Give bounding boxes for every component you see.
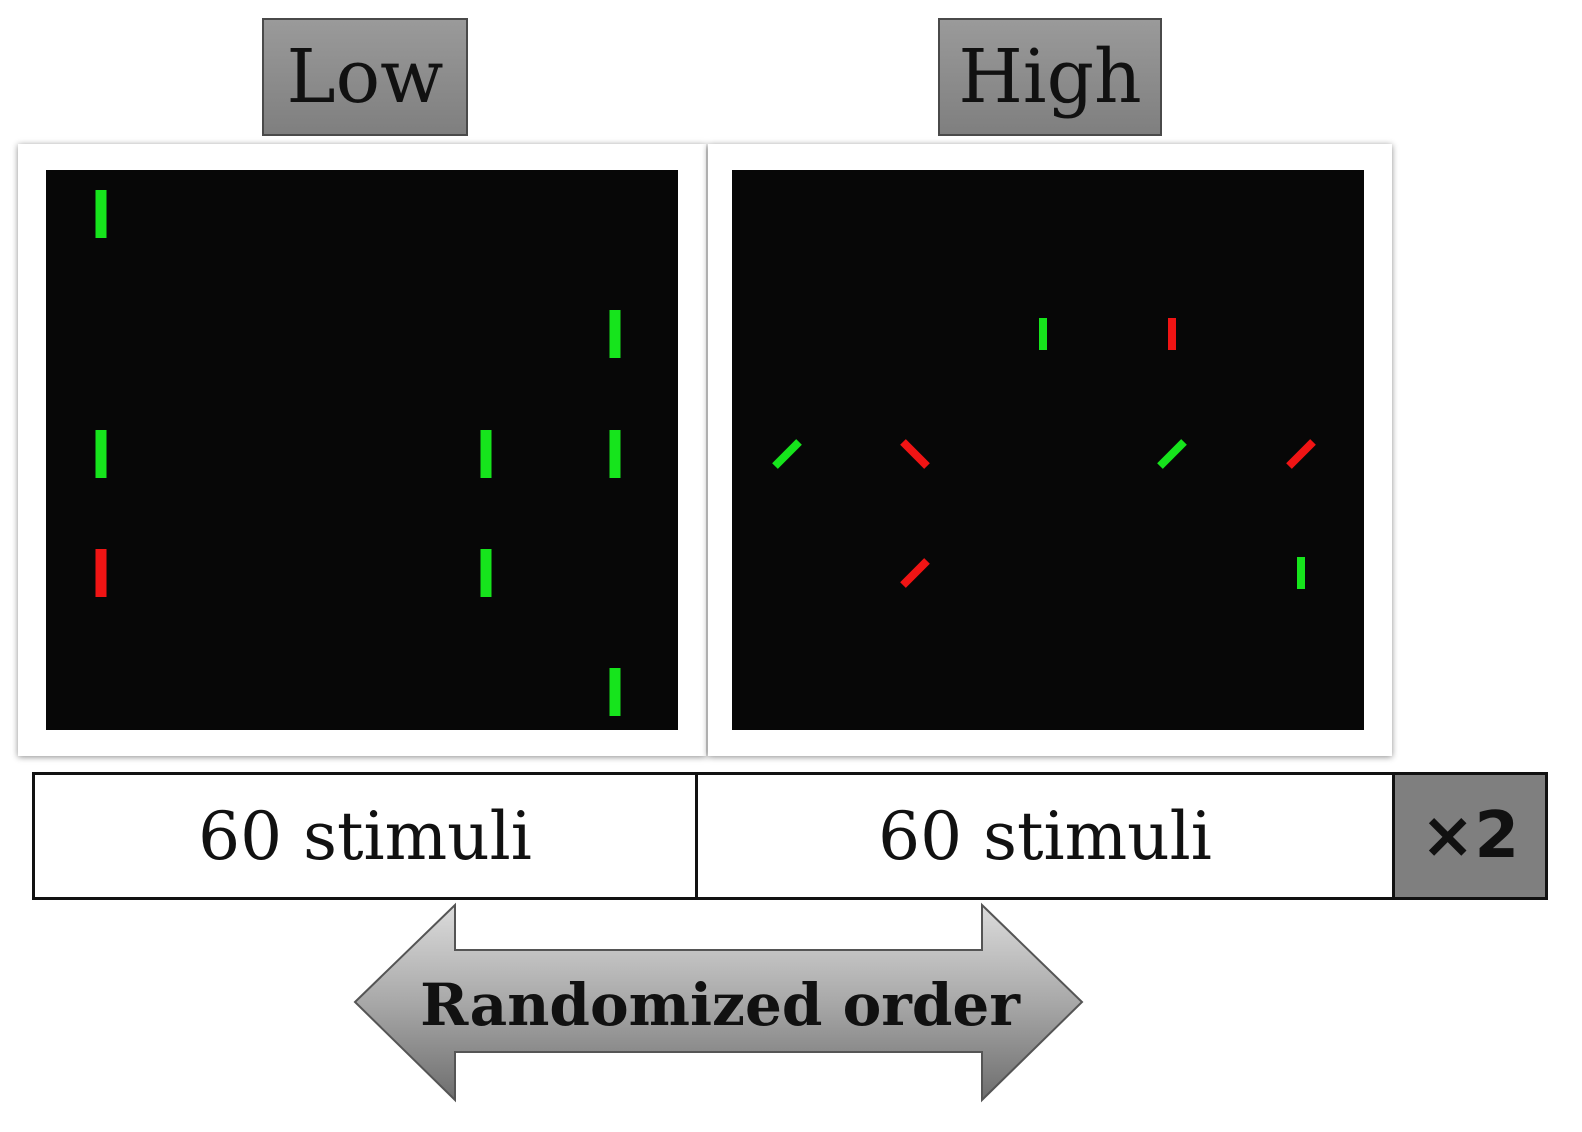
high-stimulus-bar-2 xyxy=(772,439,802,469)
double-arrow-icon xyxy=(353,902,1084,1103)
high-stimulus-bar-1 xyxy=(1168,318,1176,350)
high-stimuli-count: 60 stimuli xyxy=(698,775,1395,897)
low-stimulus-canvas xyxy=(95,190,621,716)
low-stimuli-count: 60 stimuli xyxy=(35,775,698,897)
repeat-count: ×2 xyxy=(1395,775,1545,897)
low-condition-panel xyxy=(18,144,706,756)
low-stimulus-display xyxy=(46,170,678,730)
high-stimulus-bar-6 xyxy=(900,558,930,588)
high-stimulus-bar-5 xyxy=(1286,439,1316,469)
high-stimulus-bar-3 xyxy=(900,439,930,469)
low-stimulus-bar-1 xyxy=(609,310,621,358)
high-stimulus-bar-0 xyxy=(1039,318,1047,350)
high-stimulus-canvas xyxy=(772,318,1316,589)
arrow-label: Randomized order xyxy=(420,971,1020,1039)
low-stimulus-bar-0 xyxy=(95,190,107,238)
low-stimulus-bar-6 xyxy=(480,549,492,597)
high-stimulus-display xyxy=(732,170,1364,730)
low-stimulus-bar-7 xyxy=(609,668,621,716)
low-stimulus-bar-4 xyxy=(609,430,621,478)
high-stimulus-bar-4 xyxy=(1157,439,1187,469)
low-stimulus-bar-3 xyxy=(480,430,492,478)
high-condition-panel xyxy=(708,144,1392,756)
low-stimulus-bar-2 xyxy=(95,430,107,478)
high-condition-label: High xyxy=(938,18,1162,136)
low-condition-label: Low xyxy=(262,18,468,136)
low-stimulus-bar-5 xyxy=(95,549,107,597)
stimulus-count-bar: 60 stimuli 60 stimuli ×2 xyxy=(32,772,1548,900)
randomized-order-arrow: Randomized order xyxy=(350,900,1090,1110)
high-stimulus-bar-7 xyxy=(1297,557,1305,589)
